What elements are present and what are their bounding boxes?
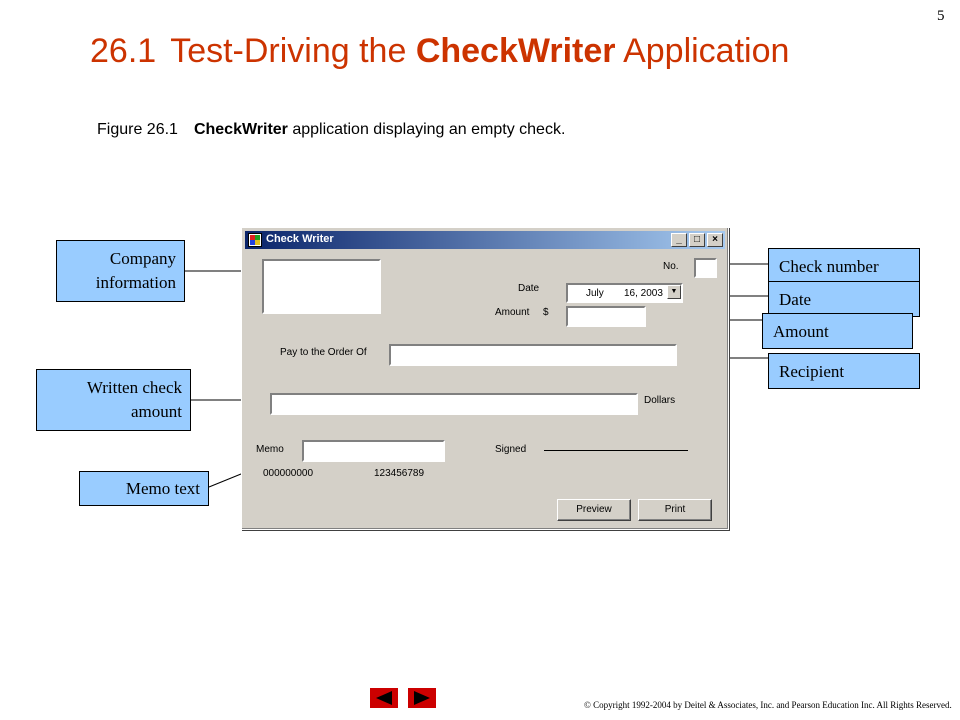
app-icon[interactable] <box>248 233 262 247</box>
memo-label: Memo <box>256 444 284 455</box>
callout-recipient: Recipient <box>768 353 920 389</box>
callout-amount: Amount <box>762 313 913 349</box>
callout-written-line2: amount <box>131 402 182 421</box>
figure-caption: Figure 26.1 CheckWriter application displ… <box>97 121 565 139</box>
date-label: Date <box>518 283 540 294</box>
maximize-button[interactable]: □ <box>689 233 705 247</box>
memo-field[interactable] <box>302 440 445 462</box>
title-number: 26.1 <box>90 32 157 70</box>
check-writer-window: Check Writer _ □ × No. Date July 16, 200… <box>241 227 729 530</box>
close-button[interactable]: × <box>707 233 723 247</box>
date-day-year: 16, 2003 <box>624 288 663 299</box>
prev-slide-button[interactable] <box>370 688 398 708</box>
written-amount-field[interactable] <box>270 393 638 415</box>
preview-button[interactable]: Preview <box>557 499 631 521</box>
callout-check-number: Check number <box>768 248 920 282</box>
signature-line <box>544 450 688 451</box>
date-picker[interactable]: July 16, 2003 ▼ <box>566 283 683 303</box>
callout-written-check-amount: Written check amount <box>36 369 191 431</box>
window-title: Check Writer <box>266 233 334 245</box>
dollar-sign-label: $ <box>543 307 549 318</box>
callout-memo-text: Memo text <box>79 471 209 506</box>
check-number-label: No. <box>663 261 679 272</box>
callout-company-line1: Company <box>109 249 176 268</box>
title-prefix: Test-Driving the <box>170 32 416 70</box>
signed-label: Signed <box>495 444 527 455</box>
right-arrow-icon <box>414 691 430 705</box>
title-suffix: Application <box>615 32 790 70</box>
figure-number: Figure 26.1 <box>97 121 178 138</box>
minimize-button[interactable]: _ <box>671 233 687 247</box>
company-info-box[interactable] <box>262 259 381 314</box>
print-button[interactable]: Print <box>638 499 712 521</box>
slide-title: 26.1 Test-Driving the CheckWriter Applica… <box>90 32 789 71</box>
dollars-label: Dollars <box>644 395 676 406</box>
amount-label: Amount <box>495 307 530 318</box>
check-number-field[interactable] <box>694 258 717 278</box>
pay-to-label: Pay to the Order Of <box>280 347 367 358</box>
callout-company-line2: information <box>95 273 176 292</box>
callout-company-information: Company information <box>56 240 185 302</box>
title-app-name: CheckWriter <box>415 32 616 70</box>
slide-number: 5 <box>937 8 945 24</box>
date-month: July <box>586 288 604 299</box>
amount-field[interactable] <box>566 306 646 327</box>
window-titlebar[interactable]: Check Writer _ □ × <box>245 231 725 249</box>
copyright-notice: © Copyright 1992-2004 by Deitel & Associ… <box>584 700 952 710</box>
callout-written-line1: Written check <box>86 378 182 397</box>
account-number: 123456789 <box>374 468 425 479</box>
recipient-field[interactable] <box>389 344 677 366</box>
callout-date: Date <box>768 281 920 317</box>
date-dropdown-icon[interactable]: ▼ <box>667 285 681 299</box>
routing-number: 000000000 <box>263 468 314 479</box>
left-arrow-icon <box>376 691 392 705</box>
caption-text: application displaying an empty check. <box>287 121 566 138</box>
next-slide-button[interactable] <box>408 688 436 708</box>
caption-app-name: CheckWriter <box>193 121 288 138</box>
